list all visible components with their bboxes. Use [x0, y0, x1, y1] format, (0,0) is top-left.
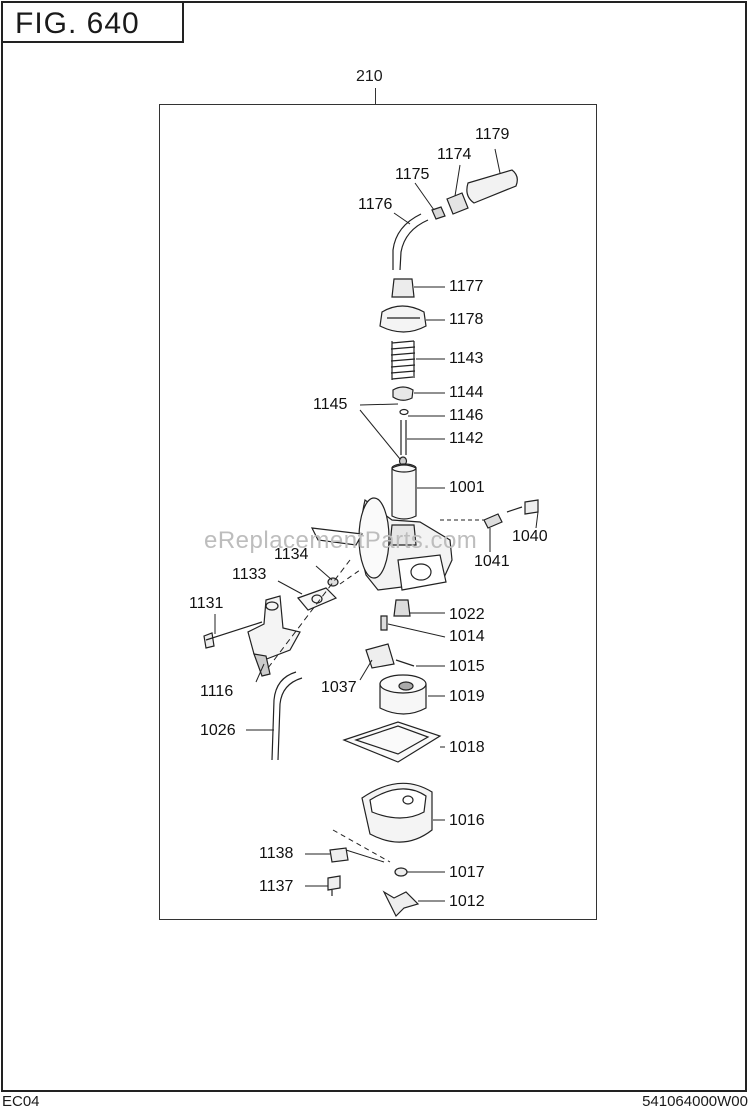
- callout-1015: 1015: [449, 658, 485, 675]
- part-1178-cap: [379, 305, 427, 333]
- callout-1017: 1017: [449, 864, 485, 881]
- callout-1175: 1175: [395, 166, 430, 183]
- callout-1137: 1137: [259, 878, 294, 895]
- part-1001-valve: [391, 464, 417, 520]
- callout-1134: 1134: [274, 546, 309, 563]
- part-1176-pipe: [392, 213, 429, 271]
- assembly-label: 210: [356, 68, 383, 85]
- callout-1133: 1133: [232, 566, 267, 583]
- callout-1012: 1012: [449, 893, 485, 910]
- callout-1019: 1019: [449, 688, 485, 705]
- part-1040-screw: [506, 499, 539, 515]
- footer-right-code: 541064000W00: [642, 1093, 748, 1110]
- callout-1177: 1177: [449, 278, 484, 295]
- callout-1040: 1040: [512, 528, 548, 545]
- part-1179-sleeve: [466, 169, 518, 204]
- callout-1178: 1178: [449, 311, 484, 328]
- callout-1116: 1116: [200, 683, 234, 700]
- callout-1016: 1016: [449, 812, 485, 829]
- callout-1037: 1037: [321, 679, 357, 696]
- part-1138-clip: [329, 847, 349, 863]
- assembly-box: [159, 104, 597, 920]
- callout-1022: 1022: [449, 606, 485, 623]
- callout-1041: 1041: [474, 553, 510, 570]
- callout-1014: 1014: [449, 628, 485, 645]
- part-1131-bolt: [203, 621, 263, 649]
- assembly-leader: [375, 88, 376, 104]
- callout-1146: 1146: [449, 407, 484, 424]
- watermark: eReplacementParts.com: [204, 527, 478, 554]
- page-frame: [1, 1, 747, 1092]
- figure-title-box: FIG. 640: [1, 1, 184, 43]
- part-1015-pin: [395, 659, 415, 667]
- part-1134-nut: [327, 577, 339, 587]
- callout-1018: 1018: [449, 739, 485, 756]
- part-1142-needle: [400, 420, 407, 455]
- part-1014-needle: [380, 615, 388, 631]
- part-1133-gasket: [296, 587, 338, 611]
- callout-1179: 1179: [475, 126, 510, 143]
- callout-1143: 1143: [449, 350, 484, 367]
- part-1137-screw: [327, 875, 341, 896]
- callout-1174: 1174: [437, 146, 472, 163]
- part-1026-tube: [271, 671, 303, 761]
- callout-1001: 1001: [449, 479, 485, 496]
- callout-1138: 1138: [259, 845, 294, 862]
- part-1037-arm: [365, 643, 395, 669]
- footer-left-code: EC04: [2, 1093, 40, 1110]
- part-1143-spring: [390, 340, 416, 380]
- callout-1131: 1131: [189, 595, 224, 612]
- part-1012-wing-bolt: [382, 890, 420, 918]
- part-carburetor-body: [310, 497, 453, 591]
- part-1175-nut: [431, 206, 446, 220]
- part-1017-washer: [394, 867, 408, 877]
- figure-title: FIG. 640: [15, 7, 140, 40]
- part-1022-jet: [393, 599, 411, 617]
- part-1174-collar: [446, 192, 469, 215]
- part-1146-ring: [399, 408, 409, 416]
- callout-1145: 1145: [313, 396, 348, 413]
- callout-1026: 1026: [200, 722, 236, 739]
- callout-1144: 1144: [449, 384, 484, 401]
- part-1116-body: [247, 595, 301, 677]
- leader-lines: [214, 148, 539, 902]
- callout-1142: 1142: [449, 430, 484, 447]
- part-1016-bowl: [361, 782, 433, 843]
- part-1177-nut: [391, 278, 415, 298]
- part-1144-clip: [392, 386, 414, 401]
- part-1041-spring: [483, 513, 503, 529]
- callout-1176: 1176: [358, 196, 393, 213]
